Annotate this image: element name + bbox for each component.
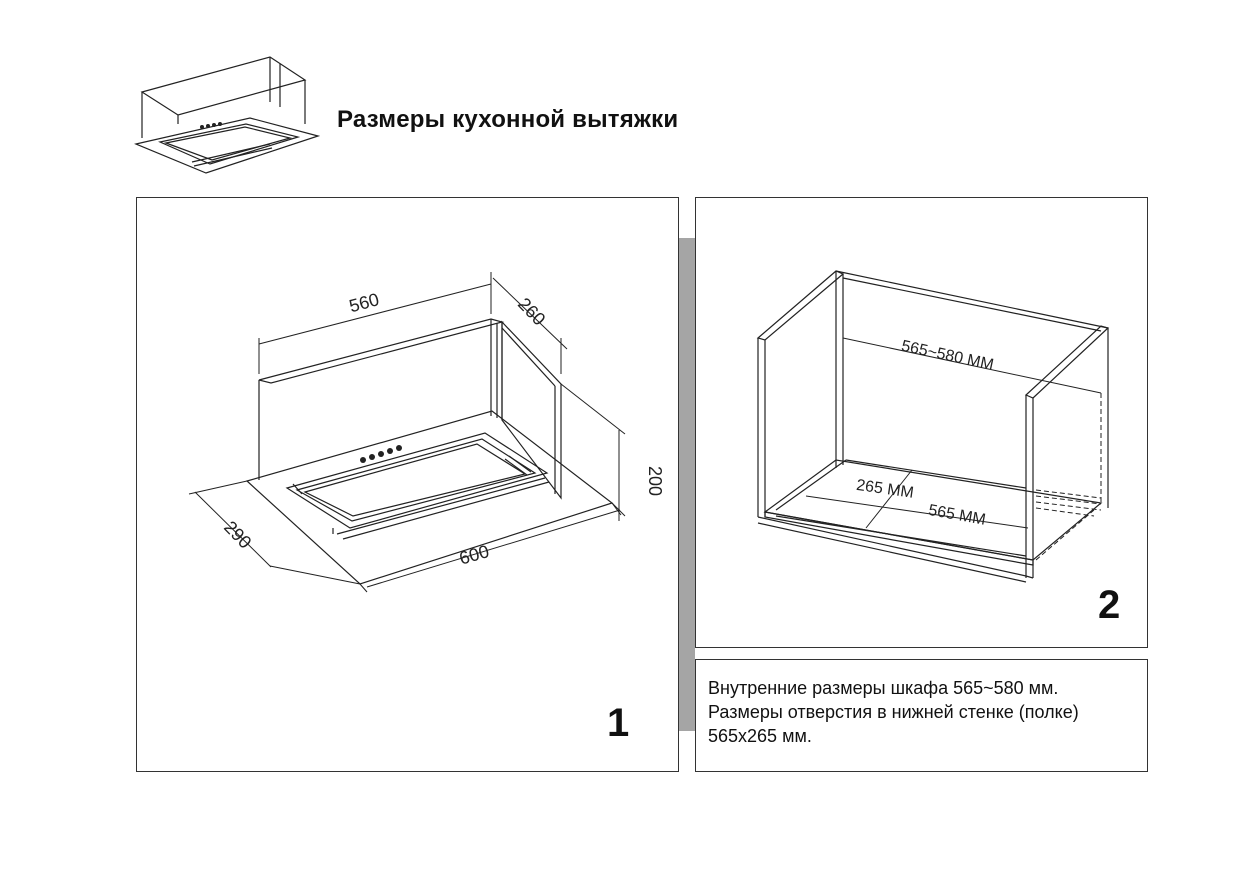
filter-frame	[285, 432, 549, 529]
note-text: Внутренние размеры шкафа 565~580 мм. Раз…	[708, 676, 1079, 748]
cabinet-left-wall	[756, 270, 845, 341]
dim-260-label: 260	[514, 294, 549, 330]
hood-body-side	[501, 320, 562, 500]
note-line-1: Внутренние размеры шкафа 565~580 мм.	[708, 678, 1059, 698]
page-title: Размеры кухонной вытяжки	[337, 106, 679, 133]
hood-body-top	[258, 318, 505, 384]
dim-200-label: 200	[645, 466, 665, 496]
divider-strip	[679, 238, 695, 731]
dim-560-label: 560	[347, 289, 381, 316]
note-line-2: Размеры отверстия в нижней стенке (полке…	[708, 702, 1079, 722]
cabinet-right-wall	[1024, 325, 1110, 399]
figure-number-2: 2	[1098, 583, 1121, 627]
hood-dimensions-panel: 560 260 200 290 600	[136, 197, 679, 772]
note-panel	[695, 659, 1148, 772]
hood-drawing: 560 260 200 290 600	[188, 272, 665, 593]
cabinet-drawing: 565~580 ММ 265 ММ 565 ММ	[756, 270, 1110, 583]
dim-cutout-width-label: 565 ММ	[927, 502, 987, 529]
dim-600-label: 600	[457, 541, 491, 569]
note-line-3: 565x265 мм.	[708, 726, 812, 746]
figure-number-1: 1	[607, 701, 630, 745]
dim-inner-width-label: 565~580 ММ	[900, 338, 995, 374]
control-buttons	[360, 445, 402, 463]
hood-thumbnail-illustration	[134, 56, 320, 174]
cabinet-dimensions-panel: 565~580 ММ 265 ММ 565 ММ	[695, 197, 1148, 648]
dim-cutout-depth-label: 265 ММ	[855, 477, 915, 502]
